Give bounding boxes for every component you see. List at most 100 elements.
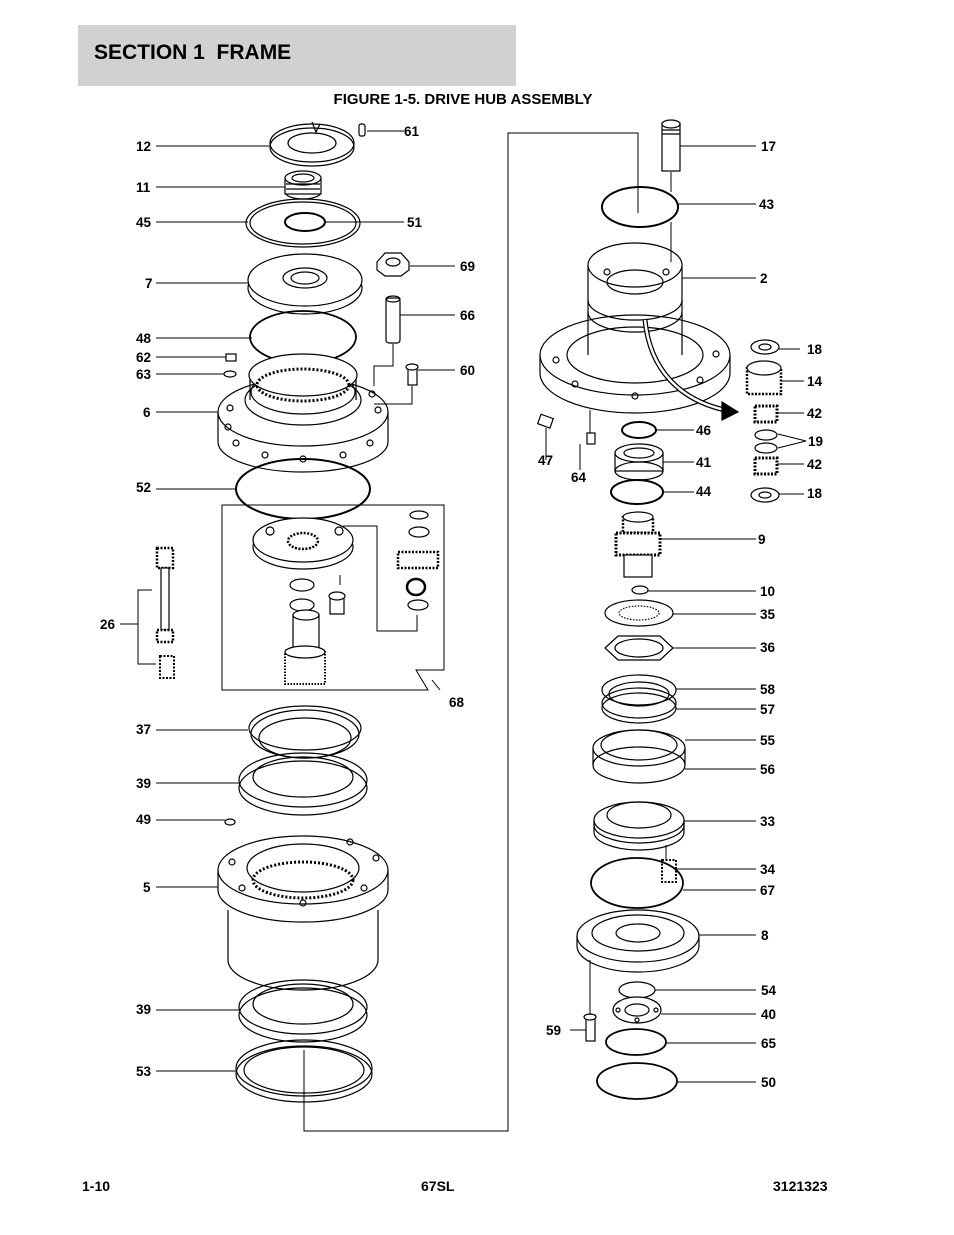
section-number: SECTION 1 bbox=[94, 41, 205, 64]
part-62-screw bbox=[225, 353, 237, 362]
footer-doc-number: 3121323 bbox=[773, 1178, 828, 1194]
part-19-spacer bbox=[754, 429, 778, 454]
callout-64: 64 bbox=[571, 470, 587, 485]
callout-62: 62 bbox=[136, 350, 151, 365]
callout-49: 49 bbox=[136, 812, 151, 827]
part-63-washer bbox=[223, 370, 237, 378]
callout-46: 46 bbox=[696, 423, 712, 438]
section-header: SECTION 1 FRAME bbox=[78, 25, 516, 86]
callout-57: 57 bbox=[760, 702, 775, 717]
figure-title: FIGURE 1-5. DRIVE HUB ASSEMBLY bbox=[333, 91, 593, 108]
callout-66: 66 bbox=[460, 308, 476, 323]
callout-5: 5 bbox=[143, 880, 151, 895]
callout-45: 45 bbox=[136, 215, 152, 230]
callout-11: 11 bbox=[136, 180, 151, 195]
part-65-snap-ring bbox=[605, 1028, 667, 1056]
part-26-shaft-spring bbox=[137, 546, 175, 679]
callout-56: 56 bbox=[760, 762, 776, 777]
part-50-o-ring bbox=[596, 1062, 678, 1100]
part-59-bolt bbox=[583, 1013, 597, 1042]
callout-36: 36 bbox=[760, 640, 776, 655]
part-46-snap-ring bbox=[621, 421, 657, 439]
part-41-bearing bbox=[614, 443, 664, 481]
part-37-seal bbox=[248, 705, 362, 759]
footer-model: 67SL bbox=[421, 1178, 455, 1194]
part-11-nut bbox=[284, 170, 322, 200]
part-42-bearing-top bbox=[753, 404, 779, 424]
part-61-pin bbox=[358, 123, 366, 137]
callout-9: 9 bbox=[758, 532, 766, 547]
leader-lines bbox=[120, 130, 807, 1100]
part-17-pin bbox=[661, 119, 681, 172]
part-8-end-cover bbox=[576, 909, 700, 973]
footer-page-number: 1-10 bbox=[82, 1178, 111, 1194]
part-5-hub-housing bbox=[217, 835, 389, 991]
part-58-bearing-cone bbox=[601, 674, 677, 707]
part-60-bolt bbox=[405, 363, 419, 386]
part-55-seal bbox=[592, 729, 686, 767]
callout-41: 41 bbox=[696, 455, 712, 470]
callout-39-bottom: 39 bbox=[136, 1002, 151, 1017]
callout-58: 58 bbox=[760, 682, 776, 697]
part-18-washer-top bbox=[750, 339, 780, 355]
callout-33: 33 bbox=[760, 814, 776, 829]
callout-14: 14 bbox=[807, 374, 823, 389]
part-51-o-ring bbox=[284, 212, 326, 232]
callout-34: 34 bbox=[760, 862, 776, 877]
part-33-bearing-carrier bbox=[593, 801, 685, 851]
part-64-pin bbox=[586, 432, 596, 445]
callout-54: 54 bbox=[761, 983, 777, 998]
callout-42-bottom: 42 bbox=[807, 457, 822, 472]
assembly-connector-line bbox=[303, 132, 639, 1132]
callout-55: 55 bbox=[760, 733, 776, 748]
callout-17: 17 bbox=[761, 139, 776, 154]
part-42-bearing-bottom bbox=[753, 456, 779, 476]
part-57-bearing-cup bbox=[601, 687, 677, 724]
callout-7: 7 bbox=[145, 276, 153, 291]
part-6-ring-gear bbox=[217, 353, 389, 473]
callout-50: 50 bbox=[761, 1075, 776, 1090]
part-69-nut bbox=[376, 252, 410, 277]
callout-44: 44 bbox=[696, 484, 712, 499]
callout-69: 69 bbox=[460, 259, 475, 274]
part-43-snap-ring bbox=[601, 186, 679, 228]
callout-67: 67 bbox=[760, 883, 775, 898]
part-49-plug bbox=[224, 818, 236, 826]
part-67-o-ring bbox=[590, 857, 684, 909]
part-34-spring bbox=[661, 859, 677, 883]
callout-10: 10 bbox=[760, 584, 775, 599]
callout-68: 68 bbox=[449, 695, 465, 710]
section-title: SECTION 1 FRAME bbox=[94, 41, 291, 65]
part-68-carrier-assembly bbox=[221, 504, 445, 691]
part-18-washer-bottom bbox=[750, 487, 780, 503]
callout-18-top: 18 bbox=[807, 342, 823, 357]
part-7-cover bbox=[247, 253, 363, 315]
callout-2: 2 bbox=[760, 271, 768, 286]
callout-37: 37 bbox=[136, 722, 151, 737]
part-9-input-gear bbox=[614, 511, 662, 578]
part-45-snap-ring bbox=[245, 198, 361, 248]
callout-65: 65 bbox=[761, 1036, 777, 1051]
part-47-dowel bbox=[536, 413, 555, 429]
callout-6: 6 bbox=[143, 405, 151, 420]
callout-43: 43 bbox=[759, 197, 775, 212]
callout-18-bottom: 18 bbox=[807, 486, 823, 501]
callout-19: 19 bbox=[808, 434, 823, 449]
part-44-snap-ring bbox=[610, 479, 664, 505]
part-39-bearing-top bbox=[238, 752, 368, 816]
callout-63: 63 bbox=[136, 367, 152, 382]
part-39-bearing-bottom bbox=[238, 979, 368, 1043]
part-40-bearing bbox=[612, 996, 662, 1024]
callout-47: 47 bbox=[538, 453, 553, 468]
callout-53: 53 bbox=[136, 1064, 152, 1079]
callout-59: 59 bbox=[546, 1023, 561, 1038]
part-2-spindle bbox=[539, 242, 731, 414]
part-35-thrust-washer bbox=[604, 599, 674, 627]
callout-51: 51 bbox=[407, 215, 423, 230]
section-name: FRAME bbox=[216, 41, 292, 64]
callout-42-top: 42 bbox=[807, 406, 822, 421]
callout-26: 26 bbox=[100, 617, 116, 632]
part-10-washer bbox=[631, 585, 649, 595]
callout-40: 40 bbox=[761, 1007, 776, 1022]
